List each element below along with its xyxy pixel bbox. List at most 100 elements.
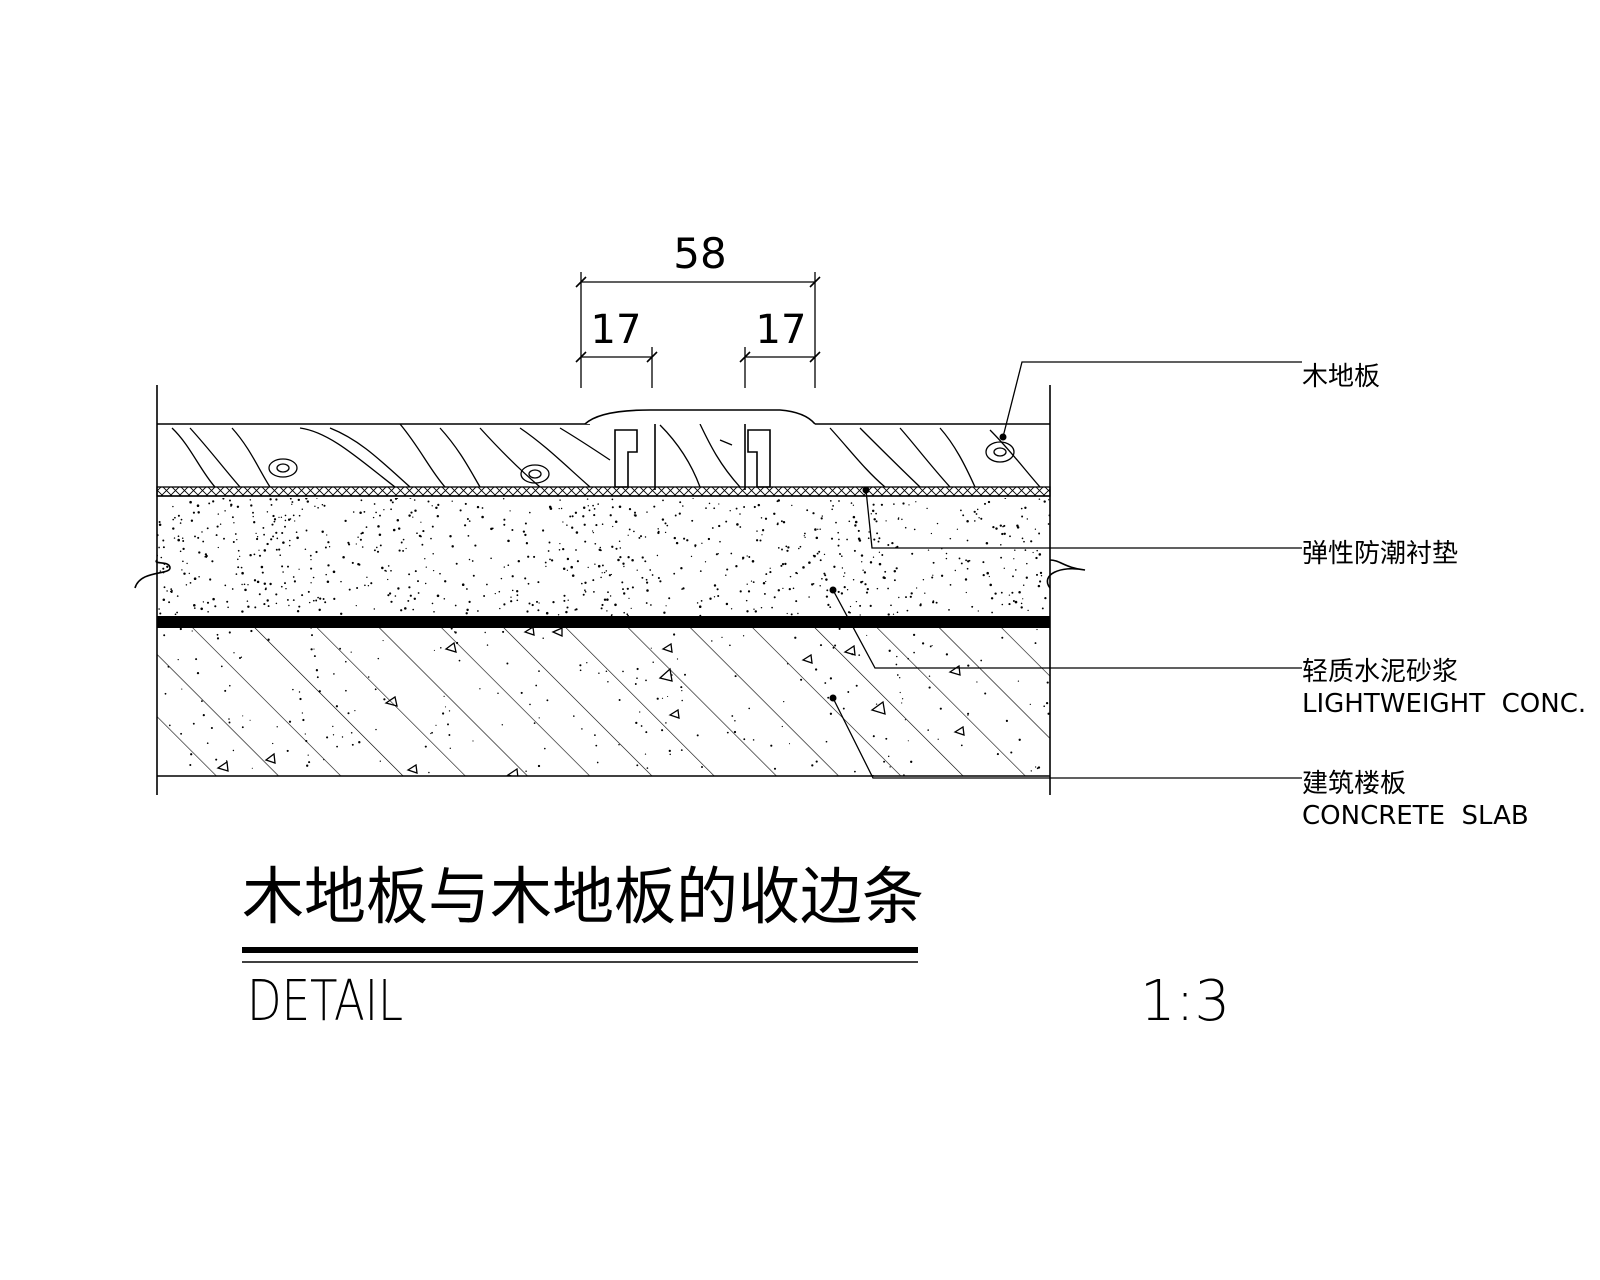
- stipple-dot: [841, 555, 843, 557]
- stipple-dot: [611, 506, 614, 509]
- stipple-dot: [718, 503, 720, 505]
- page-title: 木地板与木地板的收边条: [242, 860, 924, 933]
- stipple-dot: [735, 565, 738, 568]
- stipple-dot: [623, 592, 626, 595]
- stipple-dot: [278, 516, 280, 519]
- stipple-dot: [570, 565, 573, 569]
- stipple-dot: [1016, 526, 1020, 529]
- stipple-dot: [863, 571, 867, 574]
- stipple-dot: [347, 712, 350, 715]
- stipple-dot: [762, 581, 766, 585]
- stipple-dot: [486, 644, 489, 646]
- stipple-dot: [601, 523, 604, 525]
- stipple-dot: [893, 569, 897, 573]
- stipple-dot: [780, 564, 783, 567]
- stipple-dot: [1038, 553, 1042, 556]
- stipple-dot: [252, 511, 254, 514]
- stipple-dot: [414, 570, 417, 573]
- stipple-dot: [582, 515, 585, 518]
- stipple-dot: [574, 511, 578, 514]
- stipple-dot: [812, 554, 815, 557]
- stipple-dot: [463, 524, 467, 527]
- stipple-dot: [433, 649, 435, 651]
- stipple-dot: [929, 645, 932, 648]
- stipple-dot: [638, 536, 641, 539]
- stipple-dot: [1003, 567, 1005, 569]
- stipple-dot: [387, 594, 390, 597]
- stipple-dot: [239, 555, 241, 558]
- stipple-dot: [471, 560, 474, 562]
- stipple-dot: [800, 678, 803, 681]
- stipple-dot: [628, 597, 630, 600]
- stipple-dot: [1026, 562, 1028, 565]
- stipple-dot: [440, 647, 442, 649]
- stipple-dot: [379, 514, 381, 517]
- stipple-dot: [1003, 524, 1006, 527]
- stipple-dot: [272, 742, 274, 745]
- stipple-dot: [511, 575, 514, 578]
- stipple-dot: [242, 715, 244, 717]
- stipple-dot: [1022, 598, 1024, 600]
- stipple-dot: [1020, 606, 1023, 609]
- stipple-dot: [433, 611, 435, 613]
- stipple-dot: [258, 593, 261, 596]
- stipple-dot: [1044, 596, 1047, 600]
- stipple-dot: [872, 735, 875, 738]
- stipple-dot: [408, 514, 411, 517]
- stipple-dot: [472, 740, 474, 742]
- stipple-dot: [481, 515, 484, 519]
- stipple-dot: [583, 523, 586, 526]
- stipple-dot: [159, 570, 161, 572]
- stipple-dot: [597, 564, 601, 568]
- stipple-dot: [451, 500, 453, 502]
- stipple-dot: [753, 505, 756, 509]
- stipple-dot: [665, 722, 667, 724]
- stipple-dot: [548, 541, 551, 544]
- stipple-dot: [883, 576, 886, 580]
- stipple-dot: [1000, 556, 1003, 559]
- stipple-dot: [305, 529, 308, 532]
- stipple-dot: [202, 601, 205, 603]
- stipple-dot: [584, 590, 587, 593]
- stipple-dot: [725, 602, 729, 606]
- stipple-dot: [177, 514, 180, 517]
- stipple-dot: [891, 541, 894, 545]
- stipple-dot: [575, 531, 579, 534]
- stipple-dot: [818, 550, 821, 553]
- stipple-dot: [631, 586, 634, 589]
- stipple-dot: [314, 505, 316, 508]
- stipple-dot: [193, 607, 196, 609]
- stipple-dot: [579, 664, 582, 667]
- stipple-dot: [158, 608, 160, 610]
- stipple-dot: [563, 594, 566, 597]
- stipple-dot: [614, 520, 618, 523]
- stipple-dot: [350, 651, 352, 653]
- stipple-dot: [1012, 600, 1015, 602]
- stipple-dot: [262, 526, 265, 529]
- stipple-dot: [603, 571, 606, 574]
- stipple-dot: [1003, 532, 1006, 536]
- stipple-dot: [788, 743, 791, 745]
- stipple-dot: [628, 507, 632, 511]
- stipple-dot: [263, 603, 266, 606]
- stipple-dot: [750, 580, 753, 582]
- stipple-dot: [388, 592, 392, 595]
- stipple-dot: [861, 561, 863, 563]
- stipple-dot: [517, 559, 521, 563]
- stipple-dot: [626, 587, 629, 590]
- stipple-dot: [170, 588, 173, 590]
- stipple-dot: [312, 576, 315, 579]
- stipple-dot: [499, 607, 501, 610]
- stipple-dot: [244, 588, 247, 592]
- stipple-dot: [177, 538, 180, 542]
- stipple-dot: [833, 565, 836, 568]
- stipple-dot: [609, 514, 612, 517]
- stipple-dot: [503, 566, 505, 568]
- stipple-dot: [258, 554, 262, 557]
- stipple-dot: [431, 602, 434, 605]
- stipple-dot: [537, 609, 540, 612]
- stipple-dot: [216, 637, 220, 640]
- stipple-dot: [557, 614, 560, 616]
- stipple-dot: [398, 549, 401, 552]
- stipple-dot: [631, 559, 634, 562]
